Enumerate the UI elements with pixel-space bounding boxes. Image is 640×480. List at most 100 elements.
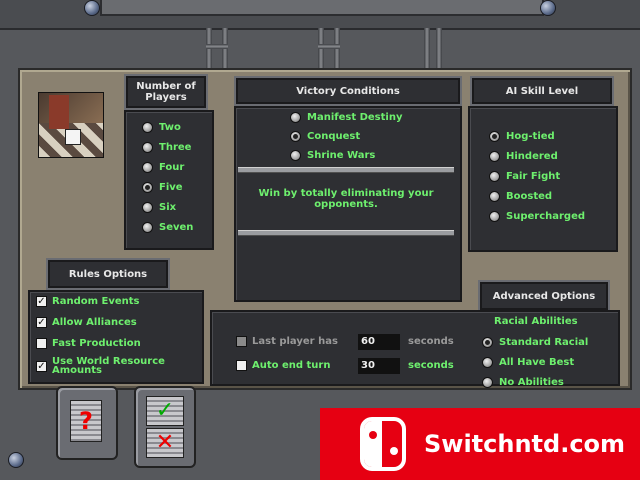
help-button[interactable]: ? [56,386,118,460]
accept-button[interactable]: ✓ [146,396,184,426]
last-player-seconds-field[interactable]: 60 [358,334,400,350]
bolt-icon [84,0,100,16]
option-label: Seven [159,222,194,233]
radio-icon [489,151,500,162]
rules-title: Rules Options [68,268,148,280]
radio-icon [489,191,500,202]
cancel-button[interactable]: ✕ [146,428,184,458]
option-label: Fair Fight [506,171,561,182]
ai-header: AI Skill Level [472,78,612,104]
radio-icon [489,171,500,182]
radio-icon [489,211,500,222]
bolt-icon [540,0,556,16]
option-label: Hindered [506,151,558,162]
players-option-six[interactable]: Six [142,202,176,213]
divider [238,230,454,236]
option-label: No Abilities [499,377,564,388]
ai-option-hindered[interactable]: Hindered [489,151,558,162]
advanced-panel [210,310,620,386]
radio-icon [482,357,493,368]
top-bar-plate [100,0,544,16]
pipe [206,44,228,49]
bolt-icon [8,452,24,468]
pipe [436,28,442,68]
advanced-header: Advanced Options [480,282,608,310]
option-label: Boosted [506,191,553,202]
racial-option-standard[interactable]: Standard Racial [482,337,588,348]
ai-title: AI Skill Level [505,85,579,97]
option-label: Allow Alliances [52,317,137,328]
option-label: Standard Racial [499,337,589,348]
divider [238,167,454,173]
victory-panel [234,106,462,302]
option-label: Hog-tied [506,131,555,142]
ai-option-hog-tied[interactable]: Hog-tied [489,131,555,142]
option-label: Shrine Wars [307,150,376,161]
checkbox-checked-icon: ✓ [36,296,47,307]
players-option-four[interactable]: Four [142,162,184,173]
radio-icon [142,222,153,233]
game-portrait [38,92,104,158]
victory-header: Victory Conditions [236,78,460,104]
ai-option-supercharged[interactable]: Supercharged [489,211,585,222]
auto-end-seconds-field[interactable]: 30 [358,358,400,374]
rules-panel [28,290,204,384]
players-option-three[interactable]: Three [142,142,191,153]
rules-random-events[interactable]: ✓ Random Events [36,296,139,307]
radio-icon [290,150,301,161]
players-panel [124,110,214,250]
rules-header: Rules Options [48,260,168,288]
racial-option-all-best[interactable]: All Have Best [482,357,574,368]
seconds-label: seconds [408,336,454,347]
setup-panel: Number of Players Two Three Four Five Si… [18,68,632,390]
radio-selected-icon [482,337,493,348]
accept-cancel-button-group: ✓ ✕ [134,386,196,468]
rules-world-resource[interactable]: ✓Use World Resource Amounts [36,357,172,376]
dice-icon [65,129,81,145]
option-label: Six [159,202,177,213]
last-player-toggle[interactable]: Last player has [236,336,338,347]
racial-abilities-title: Racial Abilities [494,316,578,327]
option-label: Last player has [252,336,338,347]
option-label: Fast Production [52,338,141,349]
option-label: Three [159,142,192,153]
option-label: Conquest [307,131,361,142]
victory-option-manifest-destiny[interactable]: Manifest Destiny [290,112,402,123]
option-label: All Have Best [499,357,575,368]
radio-icon [142,202,153,213]
rules-fast-production[interactable]: Fast Production [36,338,141,349]
watermark-text: Switchntd.com [424,430,626,458]
players-option-seven[interactable]: Seven [142,222,193,233]
watermark-badge: Switchntd.com [320,408,640,480]
players-header: Number of Players [126,76,206,108]
victory-description: Win by totally eliminating your opponent… [258,188,434,210]
top-bar [0,0,640,30]
seconds-label: seconds [408,360,454,371]
radio-icon [142,162,153,173]
option-label: Supercharged [506,211,586,222]
option-label: Four [159,162,185,173]
players-option-two[interactable]: Two [142,122,181,133]
pipe [318,44,340,49]
players-option-five[interactable]: Five [142,182,183,193]
rules-allow-alliances[interactable]: ✓ Allow Alliances [36,317,137,328]
checkbox-disabled-icon [236,336,247,347]
radio-icon [482,377,493,388]
racial-option-no-abilities[interactable]: No Abilities [482,377,564,388]
advanced-title: Advanced Options [492,290,596,302]
option-label: Auto end turn [252,360,331,371]
switch-logo-icon [360,417,406,471]
checkbox-checked-icon: ✓ [36,360,47,372]
ai-panel [468,106,618,252]
checkbox-checked-icon: ✓ [36,317,47,328]
victory-option-shrine-wars[interactable]: Shrine Wars [290,150,375,161]
option-label: Manifest Destiny [307,112,403,123]
ai-option-fair-fight[interactable]: Fair Fight [489,171,560,182]
ai-option-boosted[interactable]: Boosted [489,191,552,202]
players-title: Number of Players [136,81,196,103]
radio-icon [142,142,153,153]
auto-end-turn-toggle[interactable]: Auto end turn [236,360,330,371]
option-label: Random Events [52,296,140,307]
victory-option-conquest[interactable]: Conquest [290,131,360,142]
